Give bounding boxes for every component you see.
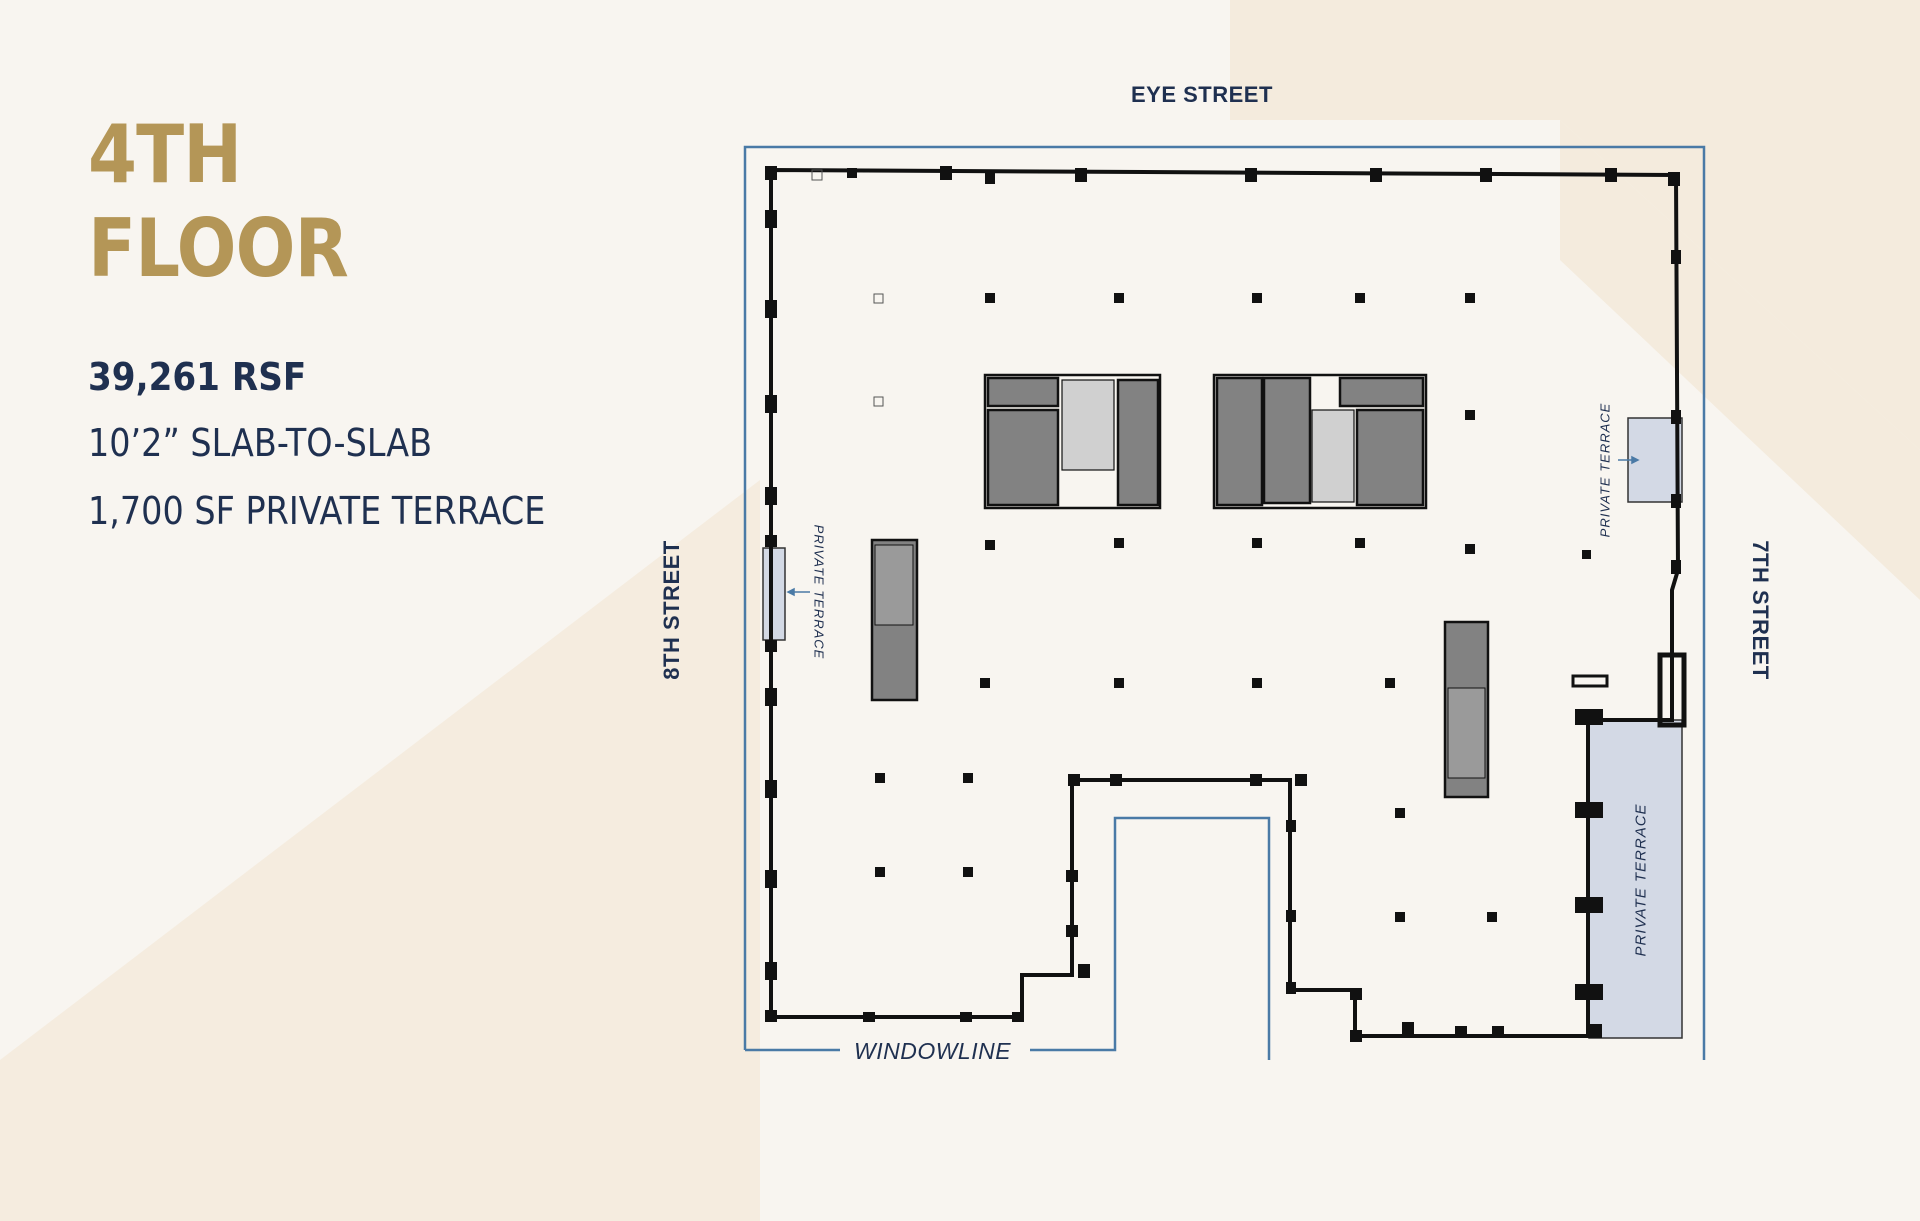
core-west (983, 373, 1162, 510)
wall-piers (765, 166, 1687, 1042)
rsf-value: 39,261 RSF (88, 355, 307, 399)
terrace-label-southeast: PRIVATE TERRACE (1632, 803, 1650, 957)
street-label-north: EYE STREET (1131, 82, 1273, 107)
floor-specs: 39,261 RSF 10’2” SLAB-TO-SLAB 1,700 SF P… (88, 355, 608, 557)
floor-number: 4TH (88, 108, 242, 201)
terraces (762, 417, 1683, 1039)
terrace-west-area (762, 547, 786, 641)
windowline-label: WINDOWLINE (854, 1038, 1012, 1064)
stair-west (870, 538, 919, 702)
street-label-east: 7TH STREET (1748, 540, 1773, 680)
floor-title: 4TH FLOOR (88, 108, 349, 296)
windowline-outline (743, 145, 1706, 1060)
terrace-size: 1,700 SF PRIVATE TERRACE (88, 489, 546, 533)
terrace-label-west: PRIVATE TERRACE (811, 524, 827, 660)
terrace-piers (1571, 674, 1609, 1000)
open-columns (811, 169, 884, 407)
stair-east (1443, 620, 1490, 799)
slab-height: 10’2” SLAB-TO-SLAB (88, 421, 433, 465)
columns (875, 293, 1591, 922)
terrace-label-northeast: PRIVATE TERRACE (1597, 402, 1613, 538)
street-label-west: 8TH STREET (659, 540, 684, 680)
terrace-arrows (786, 455, 1640, 597)
floor-word: FLOOR (88, 202, 349, 295)
terrace-southeast-area (1588, 719, 1683, 1039)
core-east (1212, 373, 1428, 510)
